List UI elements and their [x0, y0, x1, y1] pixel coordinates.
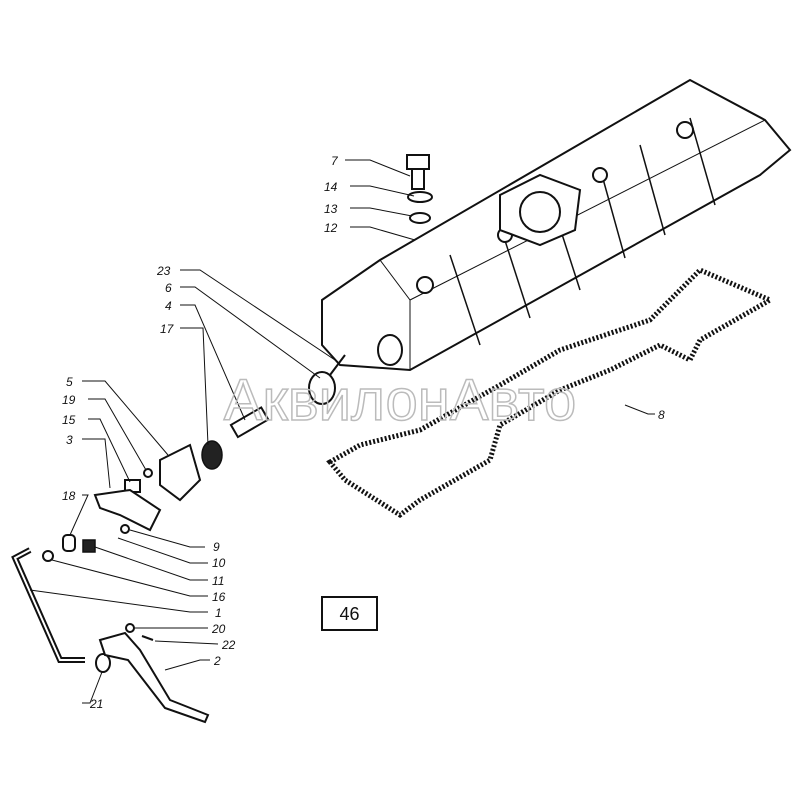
- gasket-6: [308, 371, 336, 405]
- callout-9: 9: [213, 540, 220, 554]
- callout-4: 4: [165, 299, 172, 313]
- bushing-11: [82, 539, 96, 553]
- callout-15: 15: [62, 413, 76, 427]
- callout-6: 6: [165, 281, 172, 295]
- figure-number-box: 46: [321, 596, 378, 631]
- callout-10: 10: [212, 556, 226, 570]
- callout-3: 3: [66, 433, 73, 447]
- lever-2: [98, 631, 210, 724]
- callout-11: 11: [212, 574, 224, 588]
- callout-20: 20: [211, 622, 226, 636]
- callout-23: 23: [156, 264, 171, 278]
- washer-14: [407, 191, 433, 203]
- shaft-4: [229, 406, 270, 439]
- bolt-7: [406, 154, 430, 190]
- lever-3: [93, 488, 162, 532]
- pin-18: [62, 534, 76, 552]
- callout-16: 16: [212, 590, 226, 604]
- callout-19: 19: [62, 393, 76, 407]
- nut-16: [42, 550, 54, 562]
- gasket: [326, 267, 776, 519]
- callout-22: 22: [221, 638, 236, 652]
- callout-8: 8: [658, 408, 665, 422]
- stud-23: [329, 354, 346, 376]
- watermark: АквилонАвто: [224, 368, 576, 433]
- seal-17: [201, 440, 223, 470]
- callout-7: 7: [331, 154, 339, 168]
- callout-5: 5: [66, 375, 73, 389]
- rod-1: [11, 547, 85, 663]
- washer-19: [143, 468, 153, 478]
- callout-14: 14: [324, 180, 338, 194]
- callout-1: 1: [215, 606, 222, 620]
- valve-cover: [321, 78, 792, 372]
- callout-17: 17: [160, 322, 175, 336]
- washer-20: [125, 623, 135, 633]
- figure-number: 46: [339, 604, 359, 624]
- washer-9: [120, 524, 130, 534]
- washer-21: [95, 653, 111, 673]
- leader-lines: [29, 159, 655, 704]
- pin-22: [141, 635, 154, 641]
- ring-13: [409, 212, 431, 224]
- callout-labels: 7 14 13 12 23 6 4 17 5 19 15 3 18 9 10 1…: [62, 154, 665, 711]
- callout-12: 12: [324, 221, 338, 235]
- nut-15: [124, 479, 141, 493]
- callout-18: 18: [62, 489, 76, 503]
- bracket-5: [159, 443, 202, 502]
- callout-2: 2: [213, 654, 221, 668]
- callout-21: 21: [89, 697, 103, 711]
- callout-13: 13: [324, 202, 338, 216]
